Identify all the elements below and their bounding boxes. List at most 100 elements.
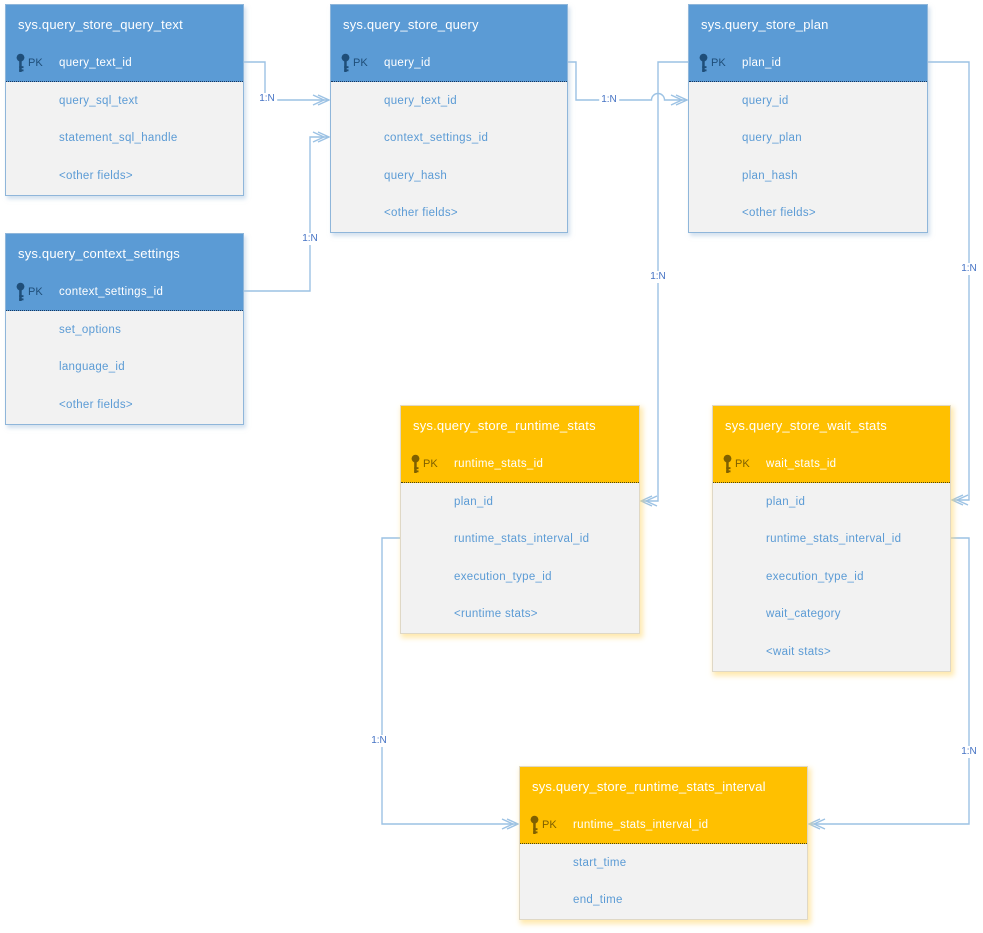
key-icon <box>723 454 732 473</box>
field-row: query_plan <box>689 120 927 158</box>
entity-title: sys.query_store_runtime_stats <box>401 406 639 445</box>
field-name: execution_type_id <box>766 570 864 583</box>
field-name: query_text_id <box>384 94 457 107</box>
field-name: <wait stats> <box>766 645 831 658</box>
key-icon <box>16 53 25 72</box>
arrowhead-icon <box>807 818 826 830</box>
field-name: execution_type_id <box>454 570 552 583</box>
field-row: <wait stats> <box>713 633 950 671</box>
field-name: runtime_stats_interval_id <box>454 533 590 546</box>
field-row: language_id <box>6 349 243 387</box>
pk-badge: PK <box>542 818 557 831</box>
field-name: <other fields> <box>384 207 458 220</box>
cardinality-label: 1:N <box>959 746 979 758</box>
field-name: plan_hash <box>742 169 798 182</box>
primary-key-row: PK plan_id <box>689 44 927 82</box>
field-row: <other fields> <box>689 195 927 233</box>
arrowhead-icon <box>312 94 331 106</box>
pk-badge: PK <box>353 56 368 69</box>
connector-line <box>244 136 329 292</box>
field-name: end_time <box>573 894 623 907</box>
field-name: <other fields> <box>742 207 816 220</box>
primary-key-row: PK query_id <box>331 44 567 82</box>
pk-badge: PK <box>423 457 438 470</box>
field-row: wait_category <box>713 596 950 634</box>
pk-badge: PK <box>711 56 726 69</box>
cardinality-label: 1:N <box>257 93 277 105</box>
cardinality-label: 1:N <box>648 271 668 283</box>
field-name: context_settings_id <box>384 132 489 145</box>
field-row: start_time <box>520 844 807 882</box>
pk-field-name: query_id <box>384 56 431 69</box>
entity-title: sys.query_store_query_text <box>6 5 243 44</box>
field-name: <other fields> <box>59 169 133 182</box>
entity-title: sys.query_store_query <box>331 5 567 44</box>
pk-field-name: runtime_stats_id <box>454 457 544 470</box>
arrowhead-icon <box>501 818 520 830</box>
key-icon <box>530 815 539 834</box>
field-name: plan_id <box>454 495 494 508</box>
field-name: statement_sql_handle <box>59 132 178 145</box>
field-name: set_options <box>59 323 122 336</box>
field-name: wait_category <box>766 608 841 621</box>
field-name: <runtime stats> <box>454 608 538 621</box>
field-row: query_text_id <box>331 82 567 120</box>
entity-title: sys.query_store_runtime_stats_interval <box>520 767 807 806</box>
field-row: context_settings_id <box>331 120 567 158</box>
field-row: execution_type_id <box>401 558 639 596</box>
field-row: <runtime stats> <box>401 596 639 634</box>
field-name: query_sql_text <box>59 94 138 107</box>
arrowhead-icon <box>312 131 331 143</box>
pk-field-name: wait_stats_id <box>766 457 837 470</box>
field-name: start_time <box>573 856 627 869</box>
field-row: <other fields> <box>331 195 567 233</box>
pk-badge: PK <box>735 457 750 470</box>
field-row: runtime_stats_interval_id <box>713 521 950 559</box>
field-row: plan_id <box>713 483 950 521</box>
field-row: end_time <box>520 882 807 920</box>
primary-key-row: PK context_settings_id <box>6 273 243 311</box>
field-row: plan_hash <box>689 157 927 195</box>
field-row: statement_sql_handle <box>6 120 243 158</box>
field-row: query_hash <box>331 157 567 195</box>
pk-field-name: context_settings_id <box>59 285 164 298</box>
field-name: query_hash <box>384 169 448 182</box>
key-icon <box>16 282 25 301</box>
cardinality-label: 1:N <box>369 735 389 747</box>
field-row: query_sql_text <box>6 82 243 120</box>
connector-line <box>568 61 687 101</box>
cardinality-label: 1:N <box>300 233 320 245</box>
pk-field-name: query_text_id <box>59 56 132 69</box>
arrowhead-icon <box>670 94 689 106</box>
primary-key-row: PK query_text_id <box>6 44 243 82</box>
field-name: <other fields> <box>59 398 133 411</box>
pk-field-name: runtime_stats_interval_id <box>573 818 709 831</box>
field-name: language_id <box>59 361 125 374</box>
entity-title: sys.query_store_wait_stats <box>713 406 950 445</box>
field-name: query_id <box>742 94 789 107</box>
arrowhead-icon <box>639 495 658 507</box>
pk-badge: PK <box>28 285 43 298</box>
field-row: plan_id <box>401 483 639 521</box>
key-icon <box>341 53 350 72</box>
field-row: runtime_stats_interval_id <box>401 521 639 559</box>
pk-field-name: plan_id <box>742 56 782 69</box>
field-row: set_options <box>6 311 243 349</box>
pk-badge: PK <box>28 56 43 69</box>
field-row: <other fields> <box>6 386 243 424</box>
field-name: plan_id <box>766 495 806 508</box>
key-icon <box>699 53 708 72</box>
field-row: execution_type_id <box>713 558 950 596</box>
primary-key-row: PK runtime_stats_interval_id <box>520 806 807 844</box>
field-name: query_plan <box>742 132 802 145</box>
key-icon <box>411 454 420 473</box>
cardinality-label: 1:N <box>959 263 979 275</box>
entity-title: sys.query_store_plan <box>689 5 927 44</box>
arrowhead-icon <box>950 494 969 506</box>
